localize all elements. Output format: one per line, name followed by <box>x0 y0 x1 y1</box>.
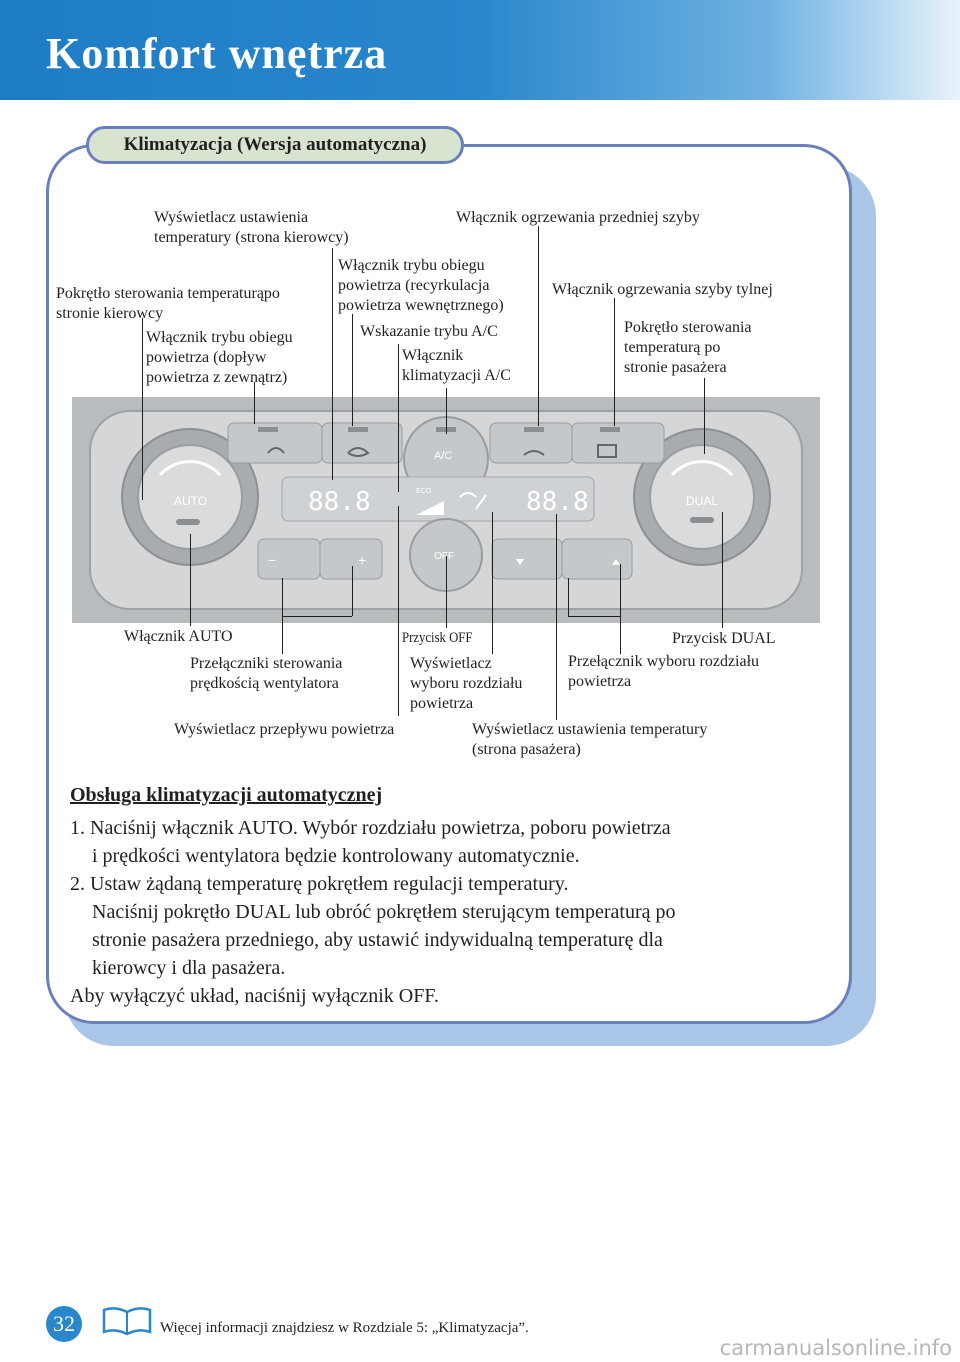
driver-temp-readout: 88.8 <box>308 487 371 517</box>
mode-down-button[interactable] <box>492 539 562 579</box>
label-ac-indicator: Wskazanie trybu A/C <box>360 322 498 342</box>
label-airflow-display: Wyświetlacz przepływu powietrza <box>174 720 394 740</box>
leader-mode-left <box>568 578 569 616</box>
book-icon <box>100 1306 154 1336</box>
leader-fresh-air <box>254 382 255 424</box>
label-mode-selector: Przełącznik wyboru rozdziału powietrza <box>568 652 759 692</box>
mode-up-button[interactable] <box>562 539 632 579</box>
section-title: Klimatyzacja (Wersja automatyczna) <box>89 134 461 156</box>
label-ac-switch: Włącznik klimatyzacji A/C <box>402 346 511 386</box>
leader-mode-display <box>492 512 493 654</box>
leader-mode-right <box>620 564 621 654</box>
instruction-line-4: Naciśnij pokrętło DUAL lub obróć pokrętł… <box>92 898 676 926</box>
leader-mode-join <box>568 616 620 617</box>
leader-driver-temp-display <box>332 248 333 480</box>
leader-fan-join <box>282 616 352 617</box>
page-header: Komfort wnętrza <box>0 0 960 100</box>
label-mode-display: Wyświetlacz wyboru rozdziału powietrza <box>410 654 522 714</box>
label-fan-speed: Przełączniki sterowania prędkością wenty… <box>190 654 342 694</box>
eco-label: ECO <box>416 488 432 495</box>
off-label: OFF <box>434 551 454 562</box>
instruction-line-7: Aby wyłączyć układ, naciśnij wyłącznik O… <box>70 982 439 1010</box>
label-driver-temp-knob: Pokrętło sterowania temperaturąpo stroni… <box>56 284 280 324</box>
section-tab: Klimatyzacja (Wersja automatyczna) <box>86 126 464 164</box>
fan-up-button[interactable] <box>320 539 382 579</box>
passenger-temp-readout: 88.8 <box>526 487 589 517</box>
leader-ac-switch <box>446 388 447 434</box>
leader-passenger-temp-display <box>556 514 557 720</box>
watermark: carmanualsonline.info <box>720 1336 952 1360</box>
auto-label: AUTO <box>174 494 207 508</box>
label-passenger-temp-knob: Pokrętło sterowania temperaturą po stron… <box>624 318 752 378</box>
label-recirc-mode: Włącznik trybu obiegu powietrza (recyrku… <box>338 256 504 316</box>
leader-auto <box>190 534 191 626</box>
instruction-line-5: stronie pasażera przedniego, aby ustawić… <box>92 926 663 954</box>
leader-ac-indicator <box>398 344 399 492</box>
page-title: Komfort wnętrza <box>46 28 387 79</box>
fan-minus-label: − <box>268 552 276 568</box>
rear-defrost-indicator <box>600 427 620 432</box>
label-off-button: Przycisk OFF <box>402 628 472 648</box>
instruction-line-1: 1. Naciśnij włącznik AUTO. Wybór rozdzia… <box>70 814 671 842</box>
label-fresh-air-mode: Włącznik trybu obiegu powietrza (dopływ … <box>146 328 293 388</box>
instruction-line-6: kierowcy i dla pasażera. <box>92 954 285 982</box>
page-number: 32 <box>46 1306 82 1342</box>
leader-rear-defrost <box>614 298 615 426</box>
leader-passenger-temp-knob <box>704 378 705 454</box>
footer-note: Więcej informacji znajdziesz w Rozdziale… <box>160 1320 529 1337</box>
dual-indicator <box>690 517 714 523</box>
leader-dual <box>722 512 723 628</box>
instruction-line-2: i prędkości wentylatora będzie kontrolow… <box>92 842 580 870</box>
label-driver-temp-display: Wyświetlacz ustawienia temperatury (stro… <box>154 208 349 248</box>
leader-recirc <box>352 314 353 426</box>
label-passenger-temp-display: Wyświetlacz ustawienia temperatury (stro… <box>472 720 707 760</box>
instructions-heading: Obsługa klimatyzacji automatycznej <box>70 784 382 807</box>
leader-driver-temp-knob <box>142 318 143 500</box>
leader-fan-right <box>352 566 353 616</box>
label-dual-button: Przycisk DUAL <box>672 629 776 649</box>
label-auto-switch: Włącznik AUTO <box>124 627 233 647</box>
label-rear-defrost: Włącznik ogrzewania szyby tylnej <box>552 280 773 300</box>
leader-airflow-display <box>398 506 399 716</box>
leader-front-defrost <box>538 226 539 426</box>
front-defrost-indicator <box>524 427 544 432</box>
label-front-defrost: Włącznik ogrzewania przedniej szyby <box>456 208 700 228</box>
instruction-line-3: 2. Ustaw żądaną temperaturę pokrętłem re… <box>70 870 568 898</box>
auto-indicator <box>176 519 200 525</box>
fan-plus-label: + <box>358 552 366 568</box>
ac-label: A/C <box>434 450 452 462</box>
leader-off <box>446 556 447 628</box>
fresh-air-indicator <box>258 427 278 432</box>
dual-label: DUAL <box>686 494 718 508</box>
recirc-indicator <box>348 427 368 432</box>
